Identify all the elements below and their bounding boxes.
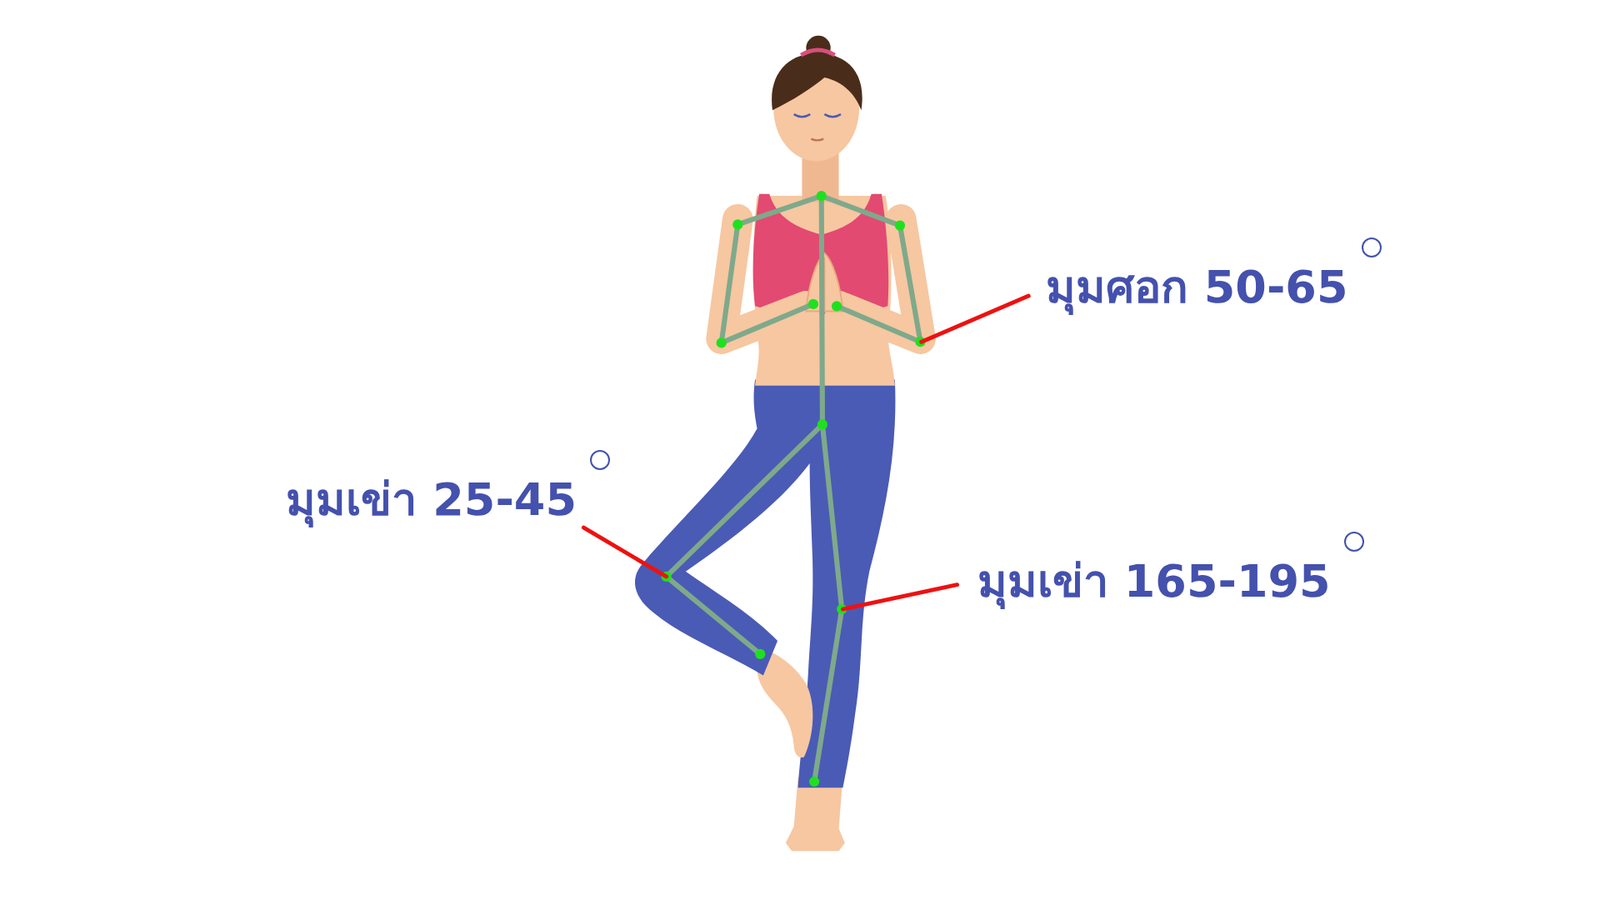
foot (785, 777, 845, 851)
mouth (810, 139, 824, 141)
hair (771, 53, 863, 111)
hands (805, 253, 843, 312)
degree-ring (1344, 531, 1365, 552)
eye (794, 114, 811, 117)
eye (824, 114, 841, 117)
bent-leg (635, 380, 830, 676)
degree-ring (590, 450, 610, 470)
leader-lines (583, 295, 1029, 610)
angle-label: มุมเข่า 25-45 (285, 473, 577, 528)
skeleton-joints (660, 190, 925, 787)
angle-label: มุมศอก 50-65 (1045, 260, 1349, 315)
angle-label: มุมเข่า 165-195 (977, 555, 1331, 610)
skeleton-lines (666, 195, 921, 782)
degree-ring (1361, 237, 1382, 258)
